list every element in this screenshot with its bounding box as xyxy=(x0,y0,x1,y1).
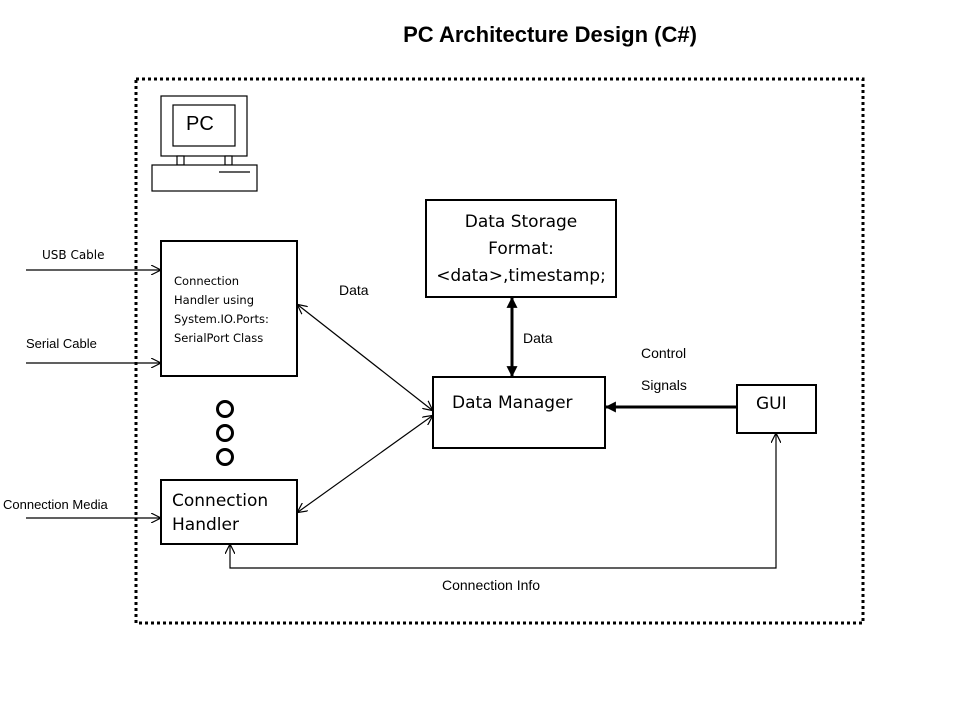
usb-cable-label: USB Cable xyxy=(42,248,105,262)
computer-icon xyxy=(151,95,258,192)
serial-cable-label: Serial Cable xyxy=(26,336,97,351)
pc-label: PC xyxy=(186,113,214,135)
pc-boundary xyxy=(134,77,865,625)
data-manager-box: Data Manager xyxy=(432,376,606,449)
connection-handler-serialport: Connection Handler using System.IO.Ports… xyxy=(160,240,298,377)
storage-line-1: Data Storage xyxy=(464,212,578,232)
gui-label: GUI xyxy=(756,394,787,414)
storage-line-2: Format: xyxy=(488,239,554,259)
handler-title-line-2: Handler xyxy=(172,515,239,535)
connection-info-arrow xyxy=(230,434,776,569)
handler-line-1: Connection xyxy=(174,274,240,288)
data-storage-box: Data Storage Format: <data>,timestamp; xyxy=(425,199,617,298)
handler-line-4: SerialPort Class xyxy=(174,331,264,345)
ellipsis-circle xyxy=(216,424,234,442)
data-manager-label: Data Manager xyxy=(452,393,573,413)
storage-data-label: Data xyxy=(523,330,553,346)
storage-line-3: <data>,timestamp; xyxy=(436,266,606,286)
handler-title-line-1: Connection xyxy=(172,491,269,511)
diagram-title: PC Architecture Design (C#) xyxy=(403,22,697,47)
gui-box: GUI xyxy=(736,384,817,434)
connection-media-label: Connection Media xyxy=(3,497,108,512)
control-signals-label-2: Signals xyxy=(641,377,687,393)
ellipsis-circle xyxy=(216,400,234,418)
bottom-handler-data-arrow xyxy=(298,416,432,512)
handler-line-2: Handler using xyxy=(174,293,255,307)
connection-handler: Connection Handler xyxy=(160,479,298,545)
ellipsis-circle xyxy=(216,448,234,466)
handler-data-label: Data xyxy=(339,282,369,298)
top-handler-data-arrow xyxy=(298,305,432,410)
connection-info-label: Connection Info xyxy=(442,577,541,593)
handler-line-3: System.IO.Ports: xyxy=(174,312,269,326)
control-signals-label-1: Control xyxy=(641,345,687,361)
